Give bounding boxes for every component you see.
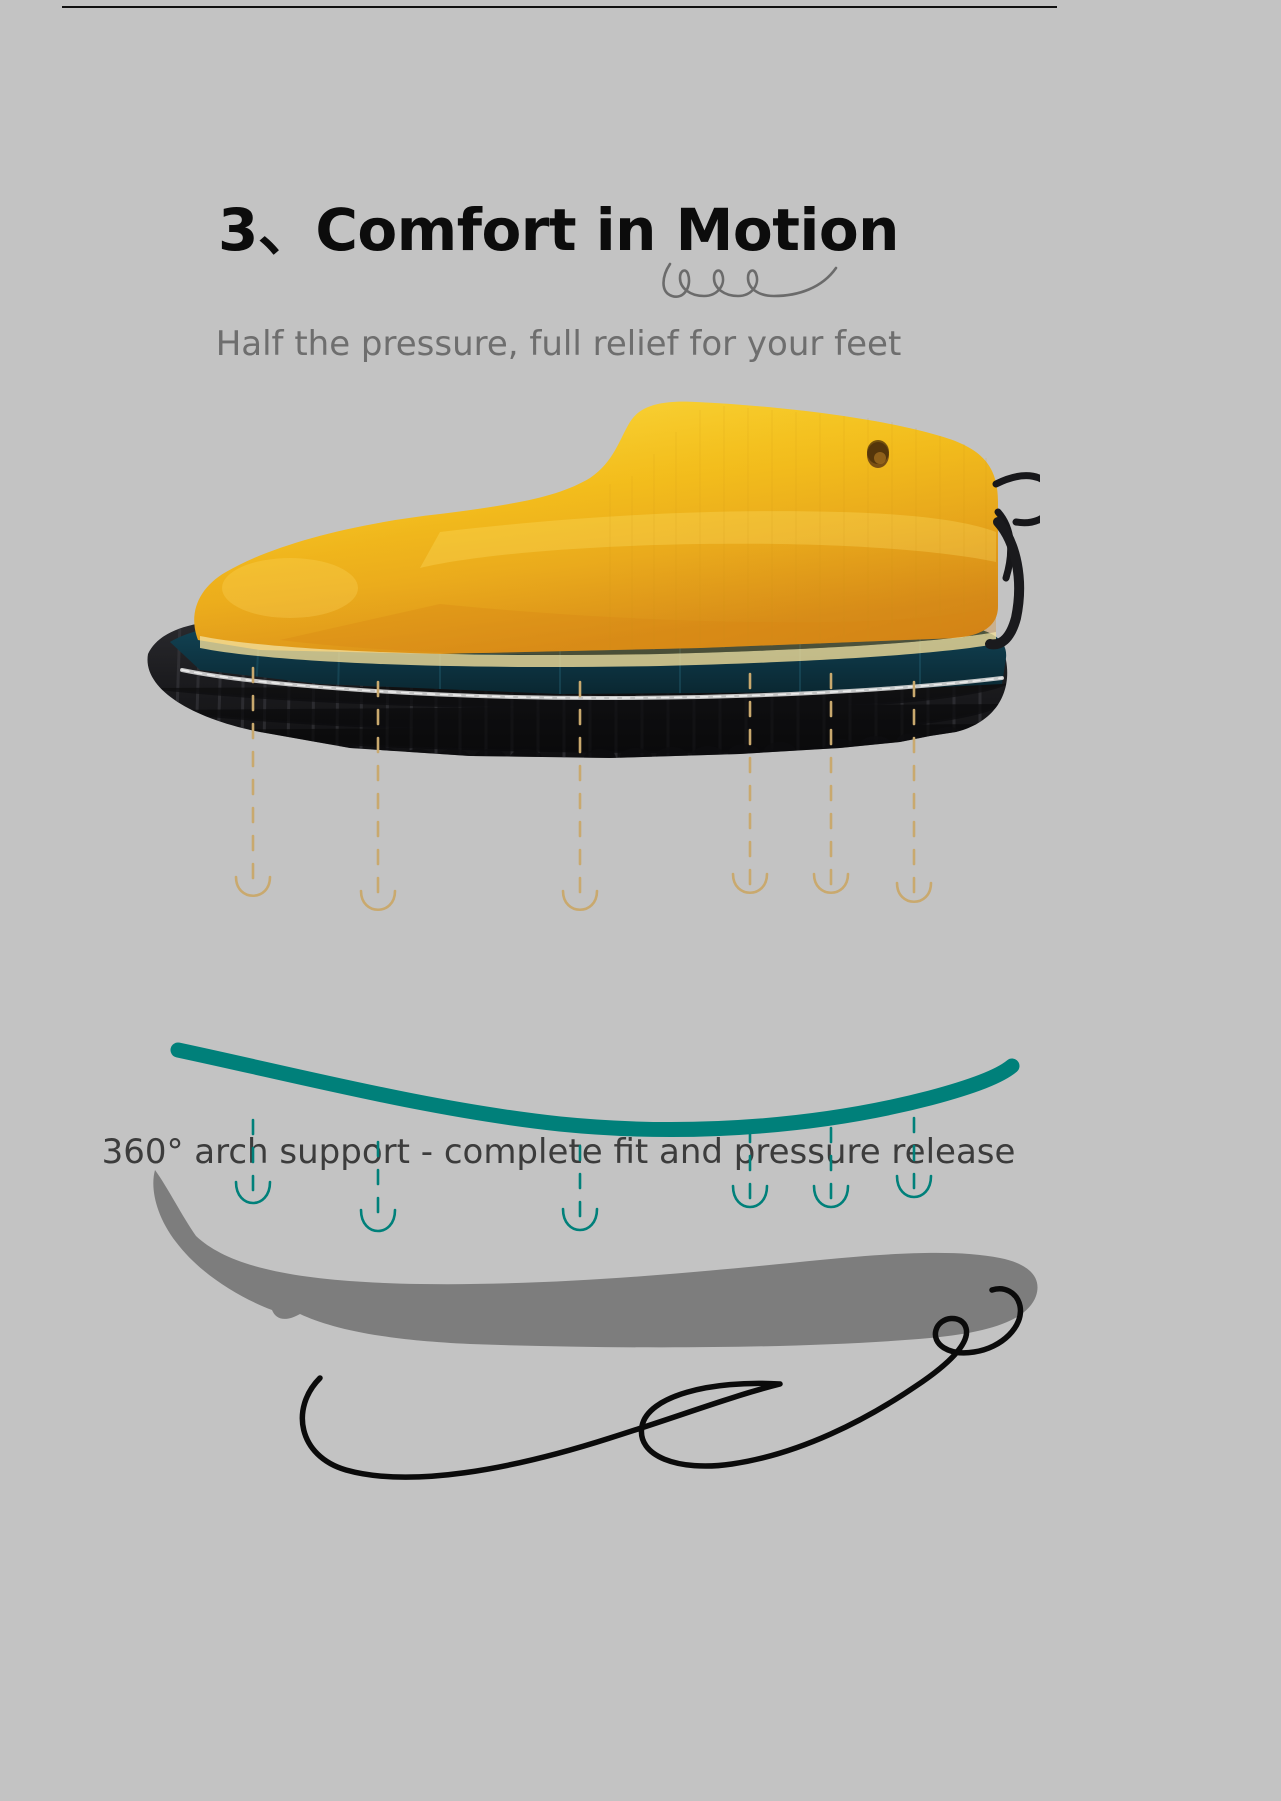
teal-arch-support-curve [170,1042,1020,1137]
page-subtitle: Half the pressure, full relief for your … [215,324,902,364]
loop-squiggle-icon [662,262,838,298]
gray-sole-silhouette [153,1170,1038,1348]
heel-counter-edge [985,517,1025,650]
arch-support-diagram [153,1042,1038,1348]
shoe-last-upper [194,401,998,668]
heading-block: 3、Comfort in Motion Half the pressure, f… [0,196,1117,364]
cursive-swirl-flourish [299,1286,1024,1480]
shoe-photo [140,392,1040,812]
pressure-release-arrows [234,666,933,912]
page-title: 3、Comfort in Motion [218,196,899,264]
stitch-line [180,668,1004,701]
top-divider-rule [62,6,1057,8]
shoe-illustration [147,401,1040,758]
